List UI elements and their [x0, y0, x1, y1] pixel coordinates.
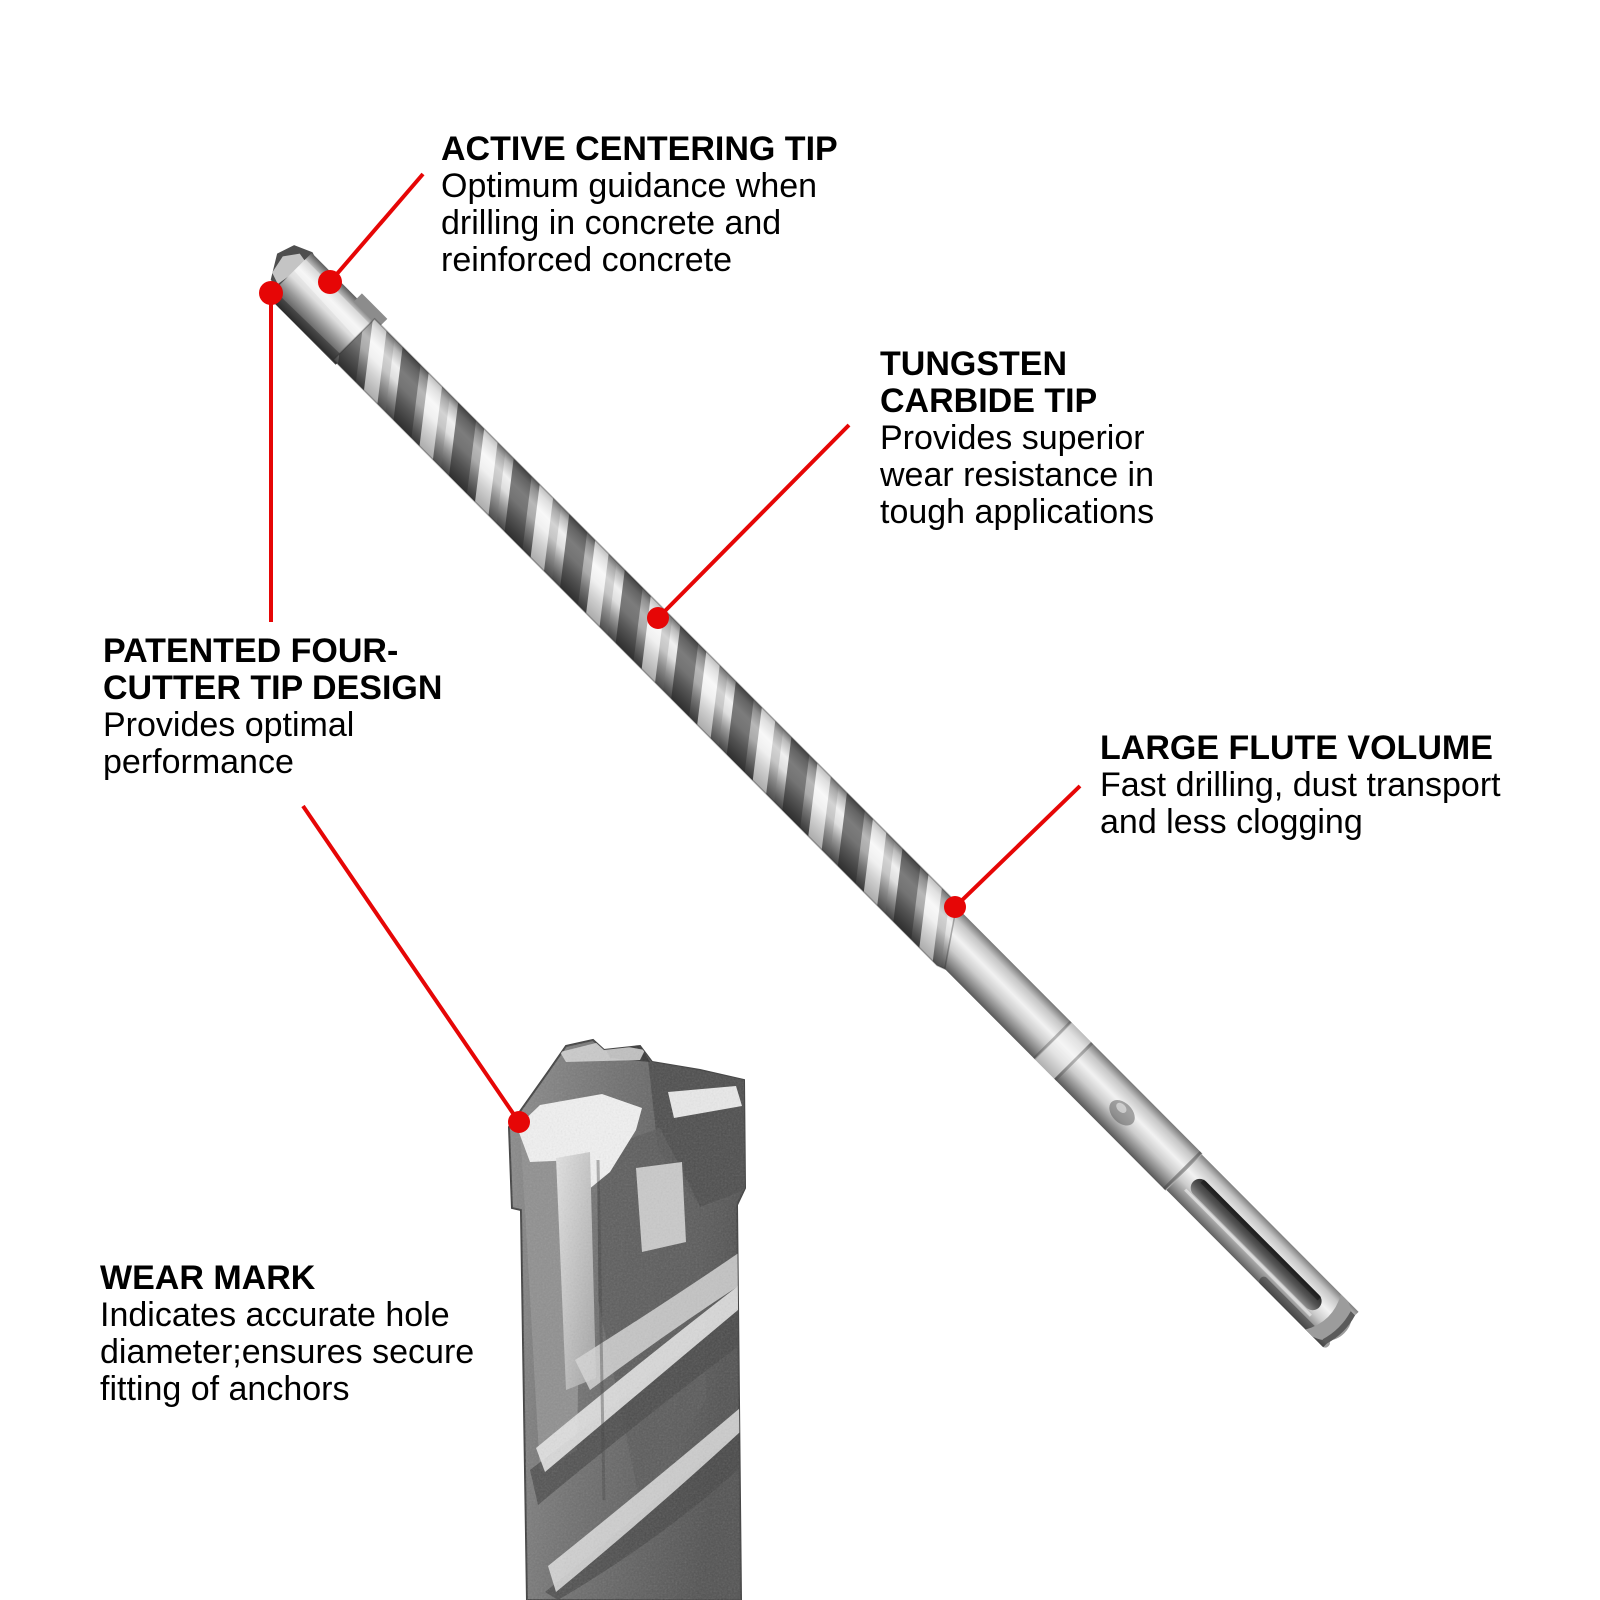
callout-dot-tungsten-carbide-tip: [647, 607, 669, 629]
tip-closeup: [508, 1039, 746, 1600]
callout-title: TUNGSTEN CARBIDE TIP: [880, 345, 1098, 420]
callout-dot-patented-four-cutter-lower: [508, 1111, 530, 1133]
callout-dot-active-centering-tip: [318, 270, 342, 294]
callout-title: ACTIVE CENTERING TIP: [441, 130, 838, 168]
callout-active-centering-tip: ACTIVE CENTERING TIP Optimum guidance wh…: [441, 131, 841, 279]
shank-stamp: [1109, 1100, 1135, 1126]
callout-body: Fast drilling, dust transport and less c…: [1100, 766, 1501, 841]
callout-lines: [259, 172, 1082, 1133]
callout-title: WEAR MARK: [100, 1259, 316, 1297]
callout-dot-large-flute-volume: [944, 896, 966, 918]
callout-title: PATENTED FOUR-CUTTER TIP DESIGN: [103, 632, 443, 707]
callout-body: Provides superior wear resistance in tou…: [880, 419, 1155, 531]
callout-line-active-centering-tip: [328, 172, 425, 284]
callout-line-tungsten-carbide-tip: [656, 423, 851, 620]
callout-line-large-flute-volume: [953, 784, 1082, 909]
callout-line-patented-four-cutter-lower: [301, 804, 521, 1124]
callout-body: Optimum guidance when drilling in concre…: [441, 167, 818, 279]
callout-dot-patented-four-cutter-upper: [259, 281, 283, 305]
callout-body: Indicates accurate hole diameter;ensures…: [100, 1296, 475, 1408]
callout-body: Provides optimal performance: [103, 706, 355, 781]
callout-wear-mark: WEAR MARK Indicates accurate hole diamet…: [100, 1260, 475, 1408]
main-drill-bit: [267, 245, 1359, 1348]
callout-title: LARGE FLUTE VOLUME: [1100, 729, 1493, 767]
callout-large-flute-volume: LARGE FLUTE VOLUME Fast drilling, dust t…: [1100, 730, 1550, 841]
callout-tungsten-carbide-tip: TUNGSTEN CARBIDE TIP Provides superior w…: [880, 346, 1180, 531]
callout-patented-four-cutter-tip-design: PATENTED FOUR-CUTTER TIP DESIGN Provides…: [103, 633, 463, 781]
